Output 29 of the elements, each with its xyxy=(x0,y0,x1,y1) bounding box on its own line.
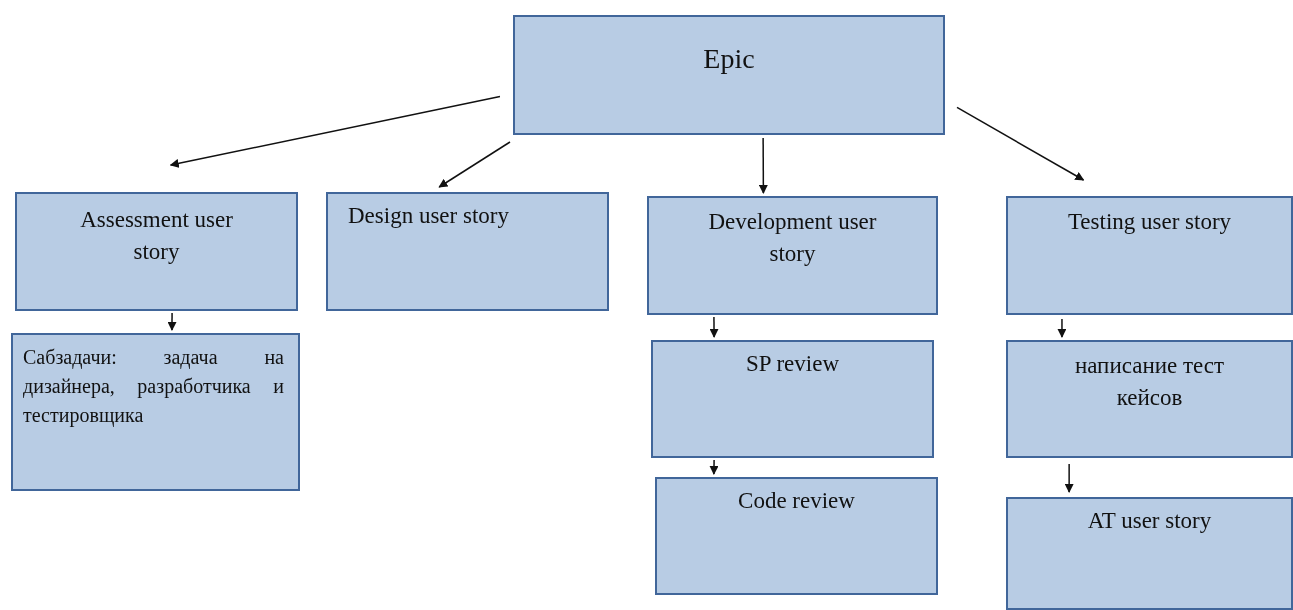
arrow xyxy=(956,106,1085,181)
story-box xyxy=(651,340,934,458)
story-box xyxy=(513,15,945,135)
box-label: Epic xyxy=(702,42,756,76)
story-box xyxy=(647,196,938,315)
box-label: Assessment user story xyxy=(79,206,234,267)
box-label: AT user story xyxy=(1086,507,1213,535)
box-label: Design user story xyxy=(348,202,510,230)
story-box xyxy=(1006,497,1293,610)
story-box xyxy=(326,192,609,311)
box-label: Testing user story xyxy=(1066,208,1233,236)
arrow xyxy=(167,312,177,331)
box-label: SP review xyxy=(744,350,841,378)
arrow xyxy=(1064,463,1074,493)
story-box xyxy=(11,333,300,491)
arrow xyxy=(758,137,768,194)
box-label: Development user story xyxy=(707,208,878,269)
arrow xyxy=(709,459,719,475)
story-box xyxy=(655,477,938,595)
box-label: Сабзадачи: задача на дизайнера, разработчика и тестировщика xyxy=(23,345,284,429)
story-box xyxy=(1006,340,1293,458)
box-label: Code review xyxy=(737,487,856,515)
story-box xyxy=(1006,196,1293,315)
story-box xyxy=(15,192,298,311)
arrow xyxy=(169,95,501,168)
arrow xyxy=(709,316,719,338)
box-label: написание тест кейсов xyxy=(1073,352,1226,413)
arrow xyxy=(1057,318,1067,338)
arrow xyxy=(438,141,511,188)
